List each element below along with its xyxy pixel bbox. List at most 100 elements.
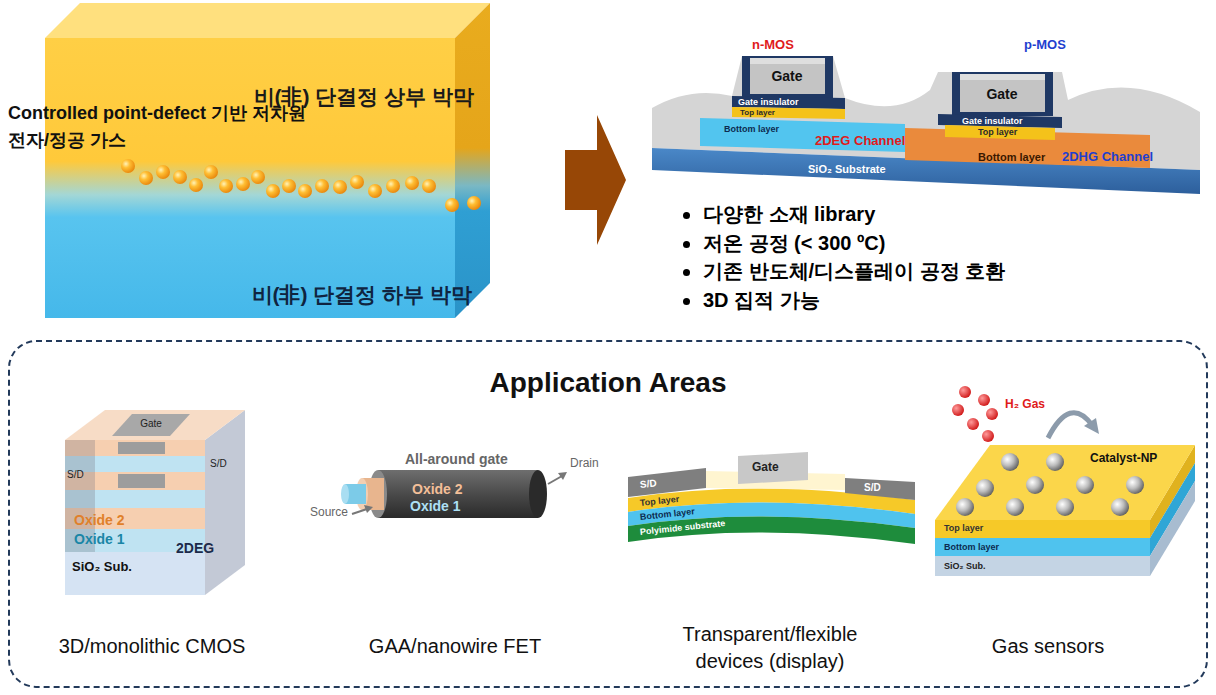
terminal-label: S/D [864,482,881,494]
monolithic-cmos-illustration [65,410,245,595]
carrier-dots-part [219,179,233,193]
gas-sensor-illustration-part [1076,476,1094,494]
gas-sensor-illustration-part [1001,453,1019,471]
gas-sensor-illustration-part [935,445,1195,520]
nanowire-fet-illustration-part [548,476,562,484]
carrier-dots-part [298,184,312,198]
carrier-dots-part [315,179,329,193]
film-stack-part [45,3,490,38]
cmos-cross-section-part [960,74,1045,112]
gas-sensor-illustration-part [956,498,974,516]
carrier-dots-part [156,165,170,179]
channel-label: 2DEG Channel [815,134,905,149]
carrier-dots-part [445,198,459,212]
gas-label: H₂ Gas [1005,398,1045,412]
channel-label: 2DEG [176,540,214,556]
layer-label: Bottom layer [724,124,779,134]
nanowire-fet-illustration-part [352,509,367,514]
bullet-dot [683,269,690,276]
carrier-dots-part [386,179,400,193]
flow-arrow [565,115,626,245]
nanowire-fet-illustration [341,470,567,518]
carrier-dots [121,159,481,212]
flexible-device-illustration-part [628,468,706,497]
carrier-dots-part [350,175,364,189]
caption: Gas sensors [992,635,1104,658]
caption: Transparent/flexible devices (display) [655,621,885,675]
bullet-text: 기존 반도체/디스플레이 공정 호환 [703,260,1005,283]
terminal-label: S/D [639,477,657,490]
cmos-cross-section-part [742,56,833,98]
nanowire-fet-illustration-part [558,472,567,480]
bullet-dot [683,241,690,248]
layer-label: Top layer [639,494,679,508]
device-type: n-MOS [752,38,794,53]
nanowire-fet-illustration-part [529,470,547,518]
monolithic-cmos-illustration-part [65,552,205,595]
bullet-text: 다양한 소재 library [703,203,875,226]
substrate-label: SiO₂ Substrate [808,163,886,176]
monolithic-cmos-illustration-part [205,410,245,595]
gas-sensor-illustration-part [976,479,994,497]
monolithic-cmos-illustration-part [118,474,165,488]
cmos-cross-section-part [750,58,825,94]
node-title: Application Areas [20,366,1196,400]
gate-label: Gate [771,68,802,84]
cmos-cross-section-part [952,72,1053,116]
layer-label: Oxide 1 [74,531,125,547]
cmos-cross-section-part [700,118,905,152]
carrier-dots-part [405,176,419,190]
layer-label: Top layer [944,523,983,533]
layer-label: Gate insulator [738,97,799,107]
carrier-dots-part [189,178,203,192]
carrier-dots-part [368,184,382,198]
carrier-dots-part [266,184,280,198]
channel-label: 2DHG Channel [1062,150,1153,165]
gas-sensor-illustration-part [1126,476,1144,494]
cmos-cross-section-part [732,96,845,109]
flexible-device-illustration-part [845,478,915,500]
gate-label: Gate [986,86,1017,102]
gas-sensor-illustration-part [982,430,994,442]
bullet-text: 3D 집적 가능 [703,289,820,312]
monolithic-cmos-illustration-part [112,414,190,436]
layer-label: Bottom layer [978,151,1045,164]
carrier-dots-part [467,196,481,210]
carrier-dots-part [251,170,265,184]
gas-sensor-illustration-part [978,394,990,406]
gas-sensor-illustration-part [967,418,979,430]
gas-sensor-illustration-part [935,556,1150,576]
layer-label: Top layer [978,127,1017,137]
monolithic-cmos-illustration-part [65,410,245,440]
terminal-label: S/D [210,458,227,470]
flexible-device-illustration-part [628,516,915,544]
gate-label: Gate [140,418,162,430]
caption: GAA/nanowire FET [369,635,541,658]
layer-label: Oxide 1 [410,498,461,514]
gas-sensor-illustration-part [935,520,1150,538]
film-layer: 비(非) 단결정 하부 박막 [45,200,490,318]
carrier-dots-part [173,170,187,184]
film-stack [45,3,490,318]
cmos-cross-section [652,56,1200,194]
flow-arrow-part [565,115,626,245]
cmos-cross-section-part [732,107,845,119]
terminal-label: Drain [570,457,599,471]
terminal-label: S/D [67,469,84,481]
substrate-label: SiO₂ Sub. [72,560,132,575]
carrier-dots-part [236,177,250,191]
cmos-cross-section-part [945,125,1055,140]
carrier-dots-part [422,179,436,193]
bullet-dot [683,212,690,219]
gas-sensor-illustration-part [986,408,998,420]
bullet-text: 저온 공정 (< 300 ºC) [703,232,885,255]
callout-text: Controlled point-defect 기반 저차원 전자/정공 가스 [8,100,308,154]
carrier-dots-part [204,165,218,179]
gas-sensor-illustration-part [1084,418,1099,434]
gate-label: Gate [752,461,779,475]
gas-sensor-illustration-part [1006,498,1024,516]
carrier-dots-part [139,171,153,185]
device-type: p-MOS [1024,38,1066,53]
